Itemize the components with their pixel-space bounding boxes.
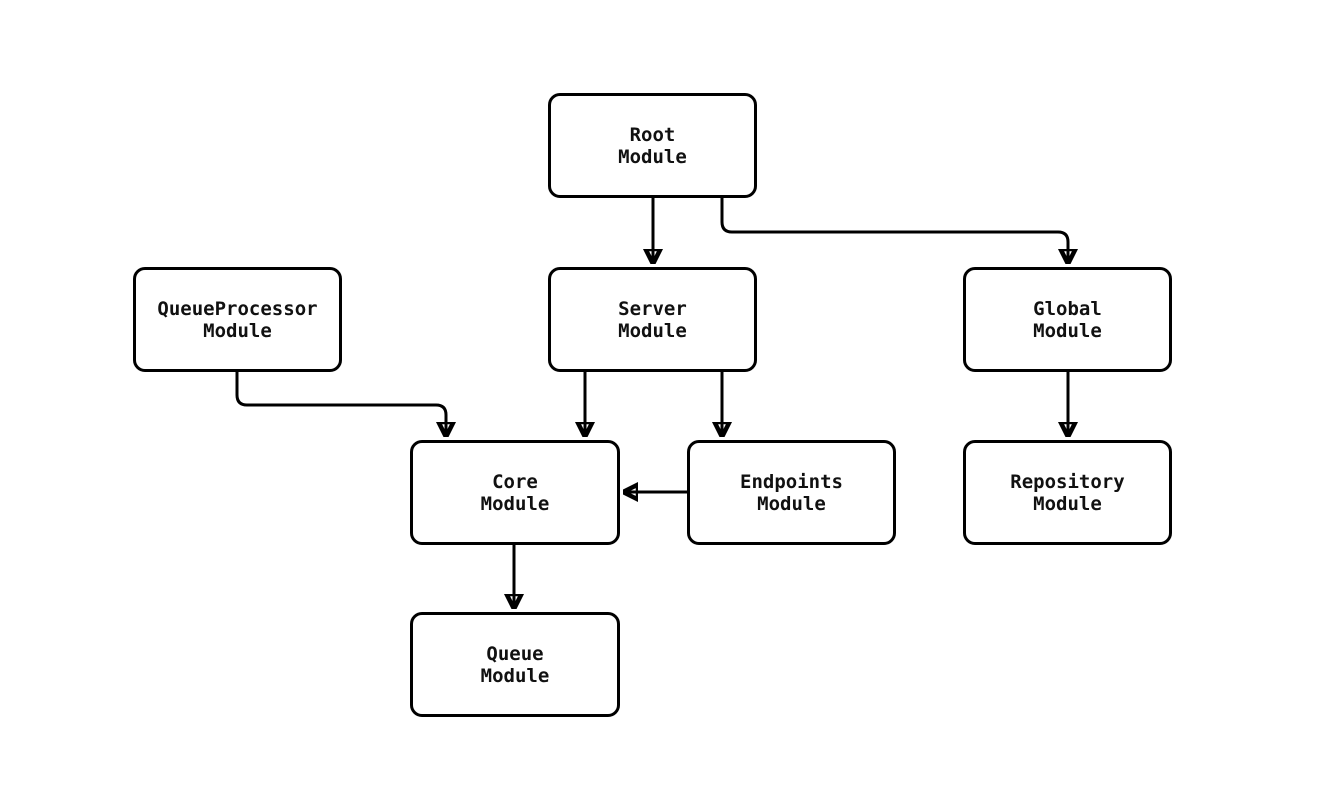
node-label-line: Module	[480, 664, 550, 687]
node-label-line: Module	[480, 492, 550, 515]
node-label-line: Module	[618, 319, 687, 342]
node-global-module[interactable]: Global Module	[963, 267, 1172, 372]
node-label-line: Queue	[486, 642, 544, 665]
node-label-line: Server	[618, 297, 687, 320]
node-label-line: Module	[757, 492, 826, 515]
node-label-line: Core	[492, 470, 538, 493]
node-repository-module[interactable]: Repository Module	[963, 440, 1172, 545]
node-core-module[interactable]: Core Module	[410, 440, 620, 545]
node-label-line: Module	[1033, 319, 1102, 342]
node-queue-module[interactable]: Queue Module	[410, 612, 620, 717]
node-server-module[interactable]: Server Module	[548, 267, 757, 372]
node-root-module[interactable]: Root Module	[548, 93, 757, 198]
node-label-line: QueueProcessor	[157, 297, 318, 320]
node-label-line: Module	[203, 319, 272, 342]
node-label-line: Repository	[1010, 470, 1125, 493]
node-label-line: Module	[1033, 492, 1102, 515]
edge-root-to-global	[720, 198, 1068, 264]
node-queueprocessor-module[interactable]: QueueProcessor Module	[133, 267, 342, 372]
node-label-line: Global	[1033, 297, 1102, 320]
node-label-line: Module	[618, 145, 687, 168]
node-endpoints-module[interactable]: Endpoints Module	[687, 440, 896, 545]
edge-queueprocessor-to-core	[235, 372, 446, 437]
node-label-line: Root	[629, 123, 676, 146]
node-label-line: Endpoints	[740, 470, 843, 493]
